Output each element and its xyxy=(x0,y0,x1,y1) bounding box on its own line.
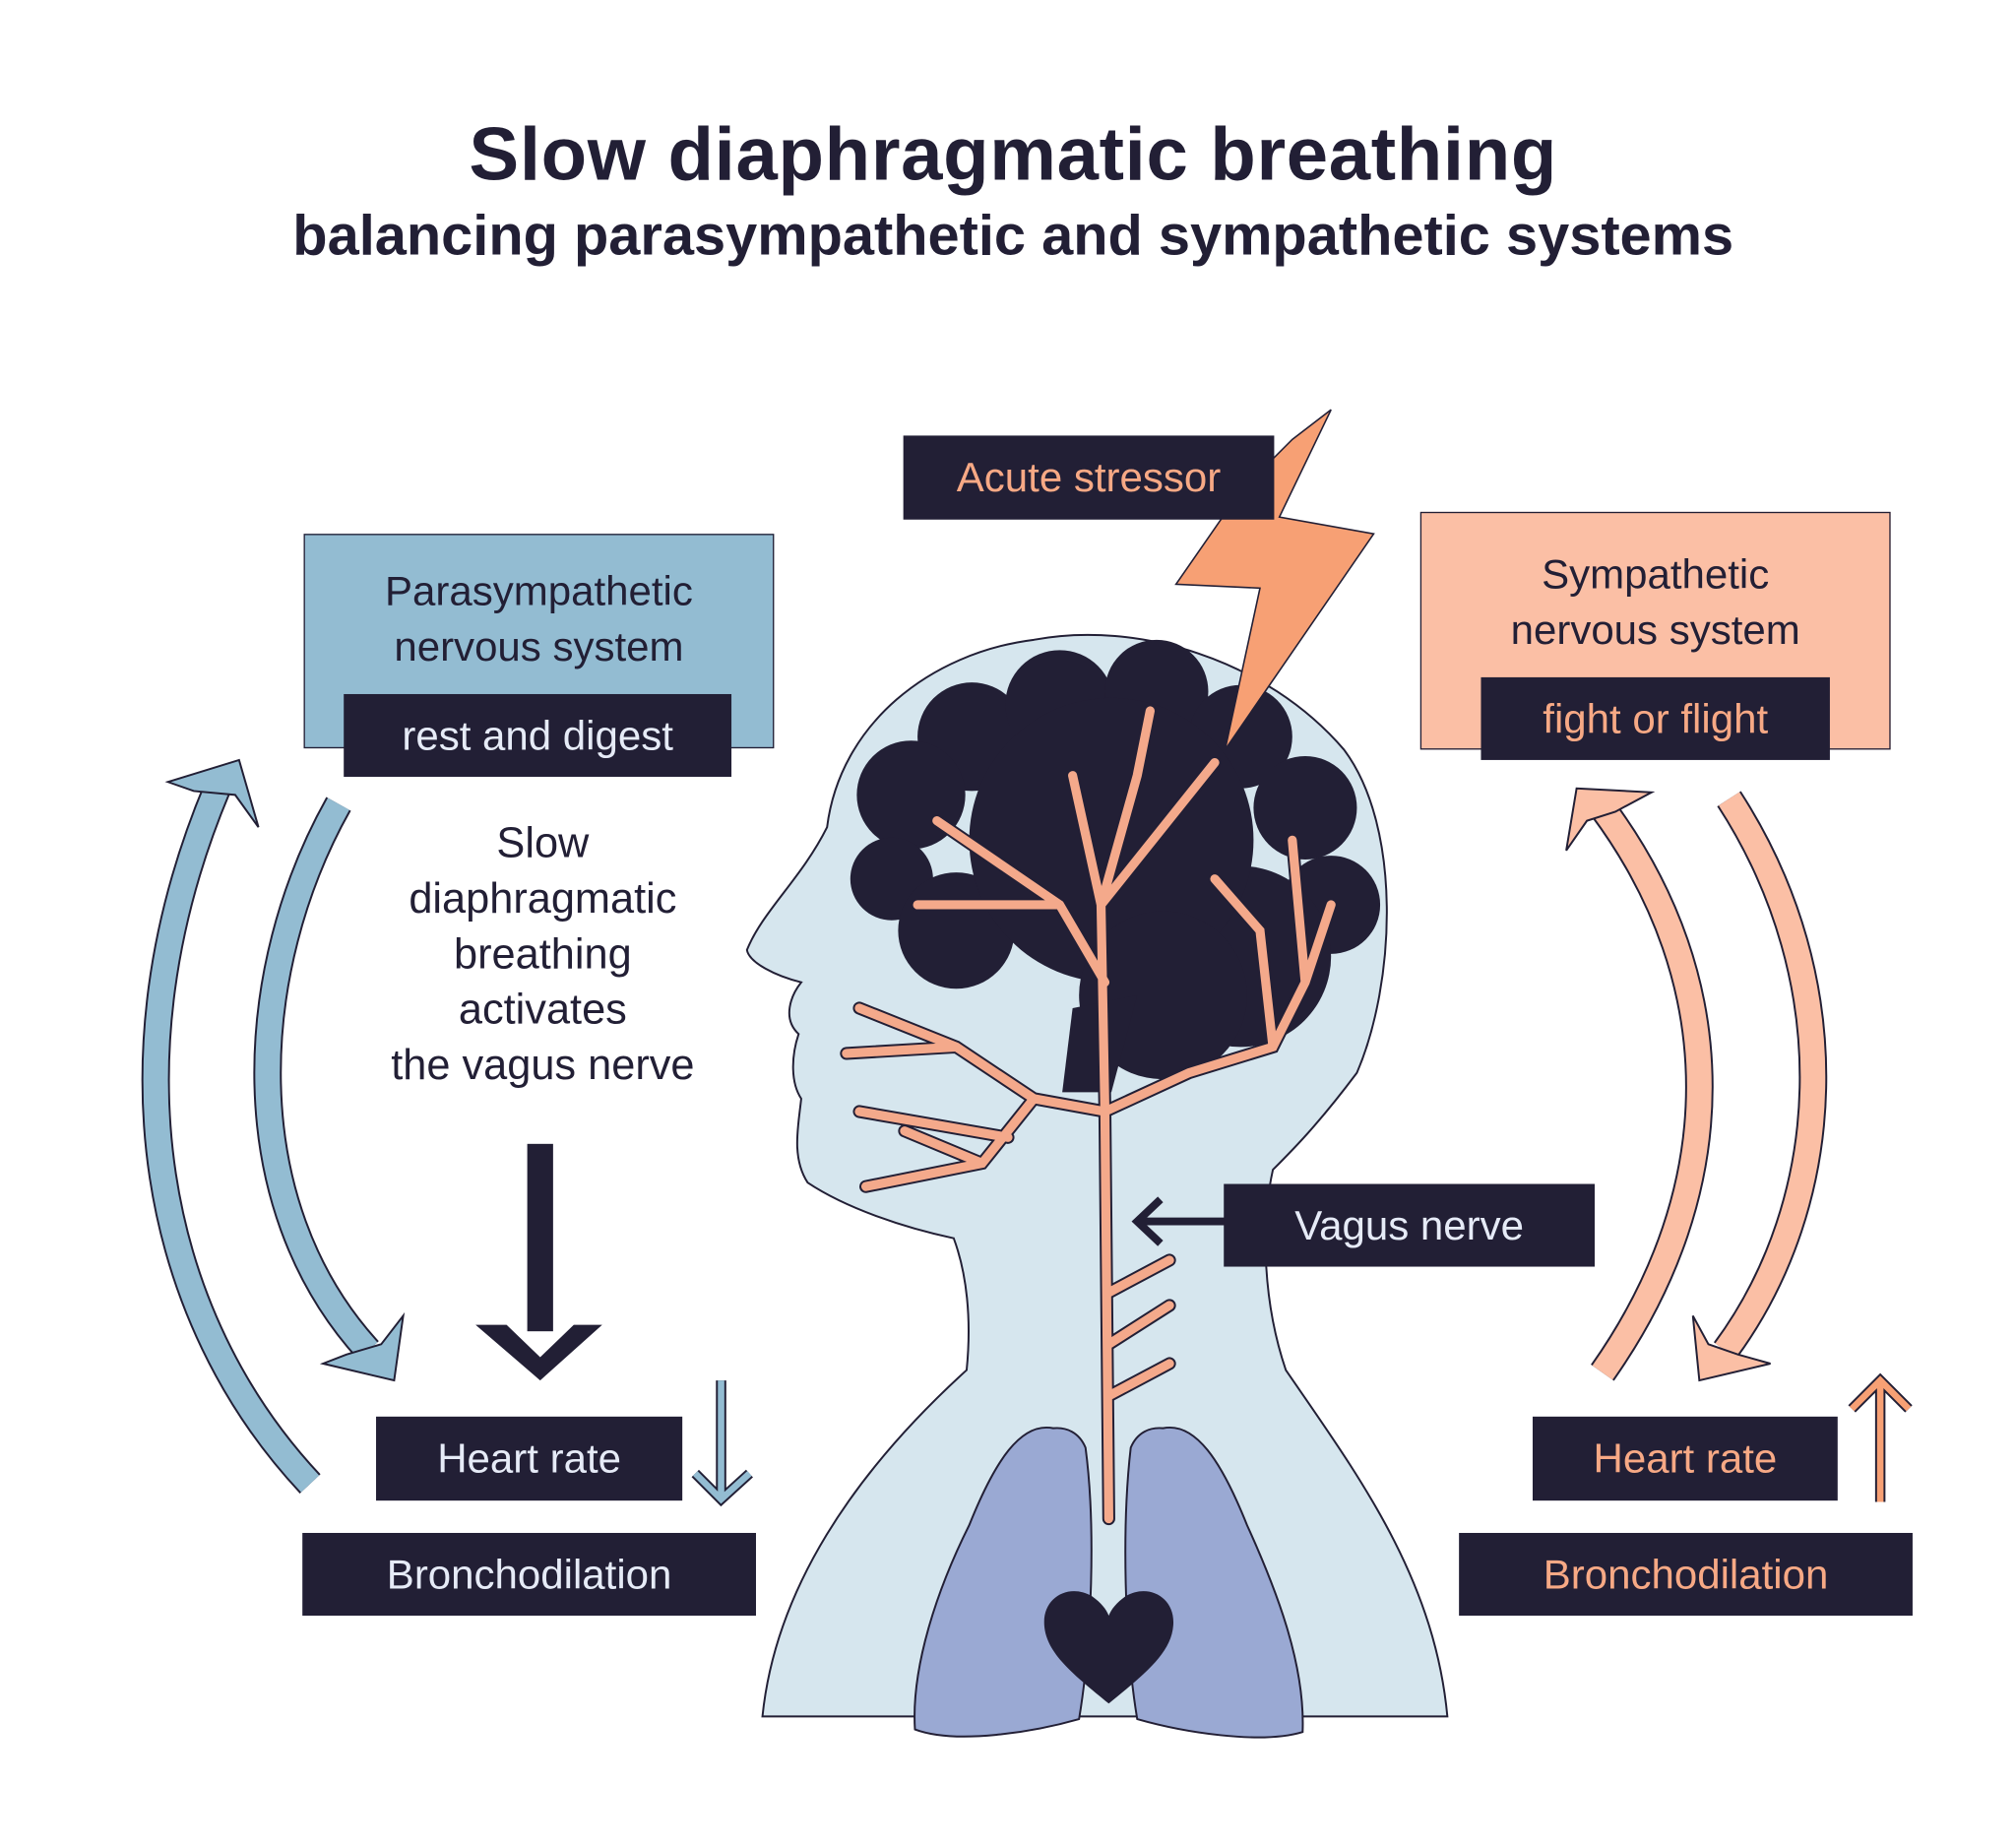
arrowhead-down-icon xyxy=(1691,1314,1771,1382)
heart-rate-down-arrow-icon xyxy=(691,1380,753,1507)
right-heart-rate-label: Heart rate xyxy=(1532,1416,1838,1501)
left-bronchodilation-label: Bronchodilation xyxy=(302,1532,756,1617)
explanation-line: breathing xyxy=(454,928,632,978)
parasympathetic-cycle-arrows xyxy=(141,783,1828,1494)
explanation-line: diaphragmatic xyxy=(409,873,677,923)
arrowhead-down-icon xyxy=(319,1311,406,1382)
explanation-text: Slow diaphragmatic breathing activates t… xyxy=(336,814,749,1092)
explanation-line: Slow xyxy=(496,818,590,866)
sympathetic-title-line1: Sympathetic xyxy=(1542,550,1770,598)
arrowhead-up-icon xyxy=(1565,787,1656,852)
heart-rate-up-arrow-icon xyxy=(1848,1372,1913,1502)
parasympathetic-title-line1: Parasympathetic xyxy=(384,567,693,614)
fight-or-flight-label: fight or flight xyxy=(1480,676,1830,760)
page-title: Slow diaphragmatic breathing xyxy=(469,112,1558,197)
lightning-bolt-icon xyxy=(1174,409,1375,750)
left-heart-rate-label: Heart rate xyxy=(376,1416,683,1501)
activation-down-arrow-icon xyxy=(475,1143,602,1381)
page-subtitle: balancing parasympathetic and sympatheti… xyxy=(292,204,1734,268)
sympathetic-title-line2: nervous system xyxy=(1510,605,1800,653)
explanation-line: activates xyxy=(458,985,627,1033)
arrowhead-up-icon xyxy=(164,758,260,828)
vagus-pointer-arrow-icon xyxy=(1131,1196,1226,1246)
right-lung xyxy=(1124,1426,1304,1739)
parasympathetic-title-line2: nervous system xyxy=(394,622,684,670)
vagus-nerve-label: Vagus nerve xyxy=(1224,1183,1595,1267)
explanation-line: the vagus nerve xyxy=(391,1040,695,1089)
left-lung xyxy=(914,1426,1093,1738)
heart-icon xyxy=(1043,1591,1174,1704)
acute-stressor-label: Acute stressor xyxy=(903,435,1275,520)
rest-and-digest-label: rest and digest xyxy=(344,693,732,777)
right-bronchodilation-label: Bronchodilation xyxy=(1459,1532,1913,1617)
